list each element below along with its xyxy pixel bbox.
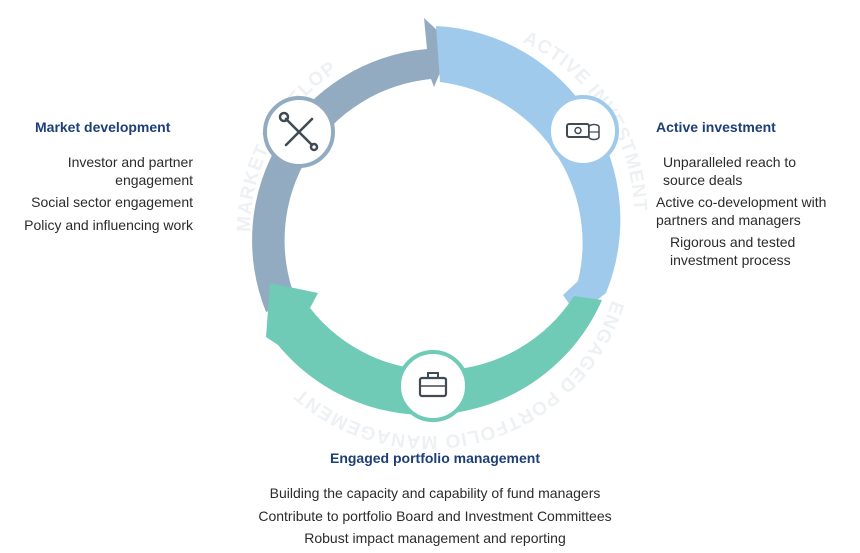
engaged-portfolio-list: Building the capacity and capability of … xyxy=(0,485,860,553)
list-item: Building the capacity and capability of … xyxy=(269,485,601,501)
tools-icon xyxy=(263,96,335,168)
cash-coins-icon xyxy=(547,95,619,167)
market-development-arrow xyxy=(252,18,452,312)
briefcase-icon xyxy=(397,350,469,422)
active-investment-arrow xyxy=(436,26,621,321)
list-item: Robust impact management and reporting xyxy=(304,530,566,546)
portfolio-management-arrow xyxy=(266,283,602,415)
list-item: Contribute to portfolio Board and Invest… xyxy=(258,507,612,524)
list-item: Active co-development with partners and … xyxy=(656,194,827,228)
list-item: Social sector engagement xyxy=(31,194,193,210)
market-development-heading: Market development xyxy=(35,119,171,135)
list-item: Rigorous and tested investment process xyxy=(670,234,796,268)
active-investment-list: Unparalleled reach to source deals Activ… xyxy=(656,154,851,274)
active-investment-heading: Active investment xyxy=(656,119,776,135)
list-item: Investor and partner engagement xyxy=(67,154,193,188)
market-development-list: Investor and partner engagement Social s… xyxy=(24,154,193,239)
list-item: Unparalleled reach to source deals xyxy=(663,154,797,188)
list-item: Policy and influencing work xyxy=(24,216,193,233)
engaged-portfolio-heading: Engaged portfolio management xyxy=(329,450,540,466)
